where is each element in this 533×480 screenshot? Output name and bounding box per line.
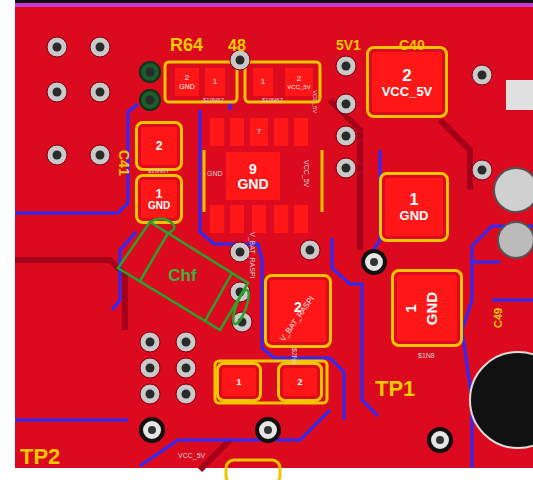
part-name: 48 [228,38,246,54]
net-name: GND [400,209,429,222]
copper-pad: 1 [253,68,273,96]
part-name: C40 [399,38,425,52]
pin-number: 9 [249,162,257,176]
test-point-name: TP1 [375,378,415,400]
copper-pad: 2 [283,368,317,396]
part-name: C49 [493,308,504,328]
copper-pad: 7 [250,118,268,146]
net-name: VCC_5V [382,85,433,98]
copper-pad: 1GND [385,178,443,236]
net-name: GND [237,177,268,191]
net-name: VCC_5V [178,452,205,459]
markup-note: Chf [168,267,196,284]
copper-pad: 2GND [175,68,199,96]
test-point-name: TP2 [20,446,60,468]
copper-pad: 1GND [141,180,177,218]
net-name: GND [424,291,439,324]
pin-number: 7 [257,128,261,136]
part-name: 5V1 [336,38,361,52]
pin-number: 2 [297,75,301,83]
copper-pad: 1 GND [397,275,457,341]
pin-number: 2 [297,378,302,387]
copper-pad: 2V_BAT_RASPI [270,280,326,342]
net-name: VCC_5V [312,90,318,113]
net-name: V_BAT_RASPI [249,232,256,279]
copper-pad: 2 [141,127,177,165]
pin-number: 1 [236,378,241,387]
pin-number: 1 [261,78,265,86]
net-name: GND [179,83,195,90]
part-name: R64 [170,36,203,54]
pin-number: 2 [402,67,411,84]
pin-number: 1 [213,78,217,86]
pin-number: 1 [402,304,417,312]
pin-number: 1 [156,188,163,200]
net-name: $10N67 [148,168,169,174]
copper-pad: 2VCC_5V [372,52,442,112]
net-name: $1N8 [418,352,435,359]
net-name: VCC_5V [287,84,310,90]
net-name: GND [148,201,170,211]
part-name: C41 [117,150,131,176]
copper-pad: 1 [205,68,225,96]
net-name: VCC_5V [303,160,310,187]
net-name: $2N8 [291,348,298,365]
net-name: $10N67 [262,97,283,103]
pin-number: 1 [410,192,419,208]
pin-number: 2 [185,74,189,82]
copper-pad: 9GND [226,152,280,200]
copper-pad: 2VCC_5V [285,68,313,96]
net-name: GND [207,170,223,177]
net-name: $10N67 [203,97,224,103]
copper-pad: 1 [222,368,256,396]
markup-box: Chf [110,215,255,335]
pin-number: 2 [156,140,163,152]
